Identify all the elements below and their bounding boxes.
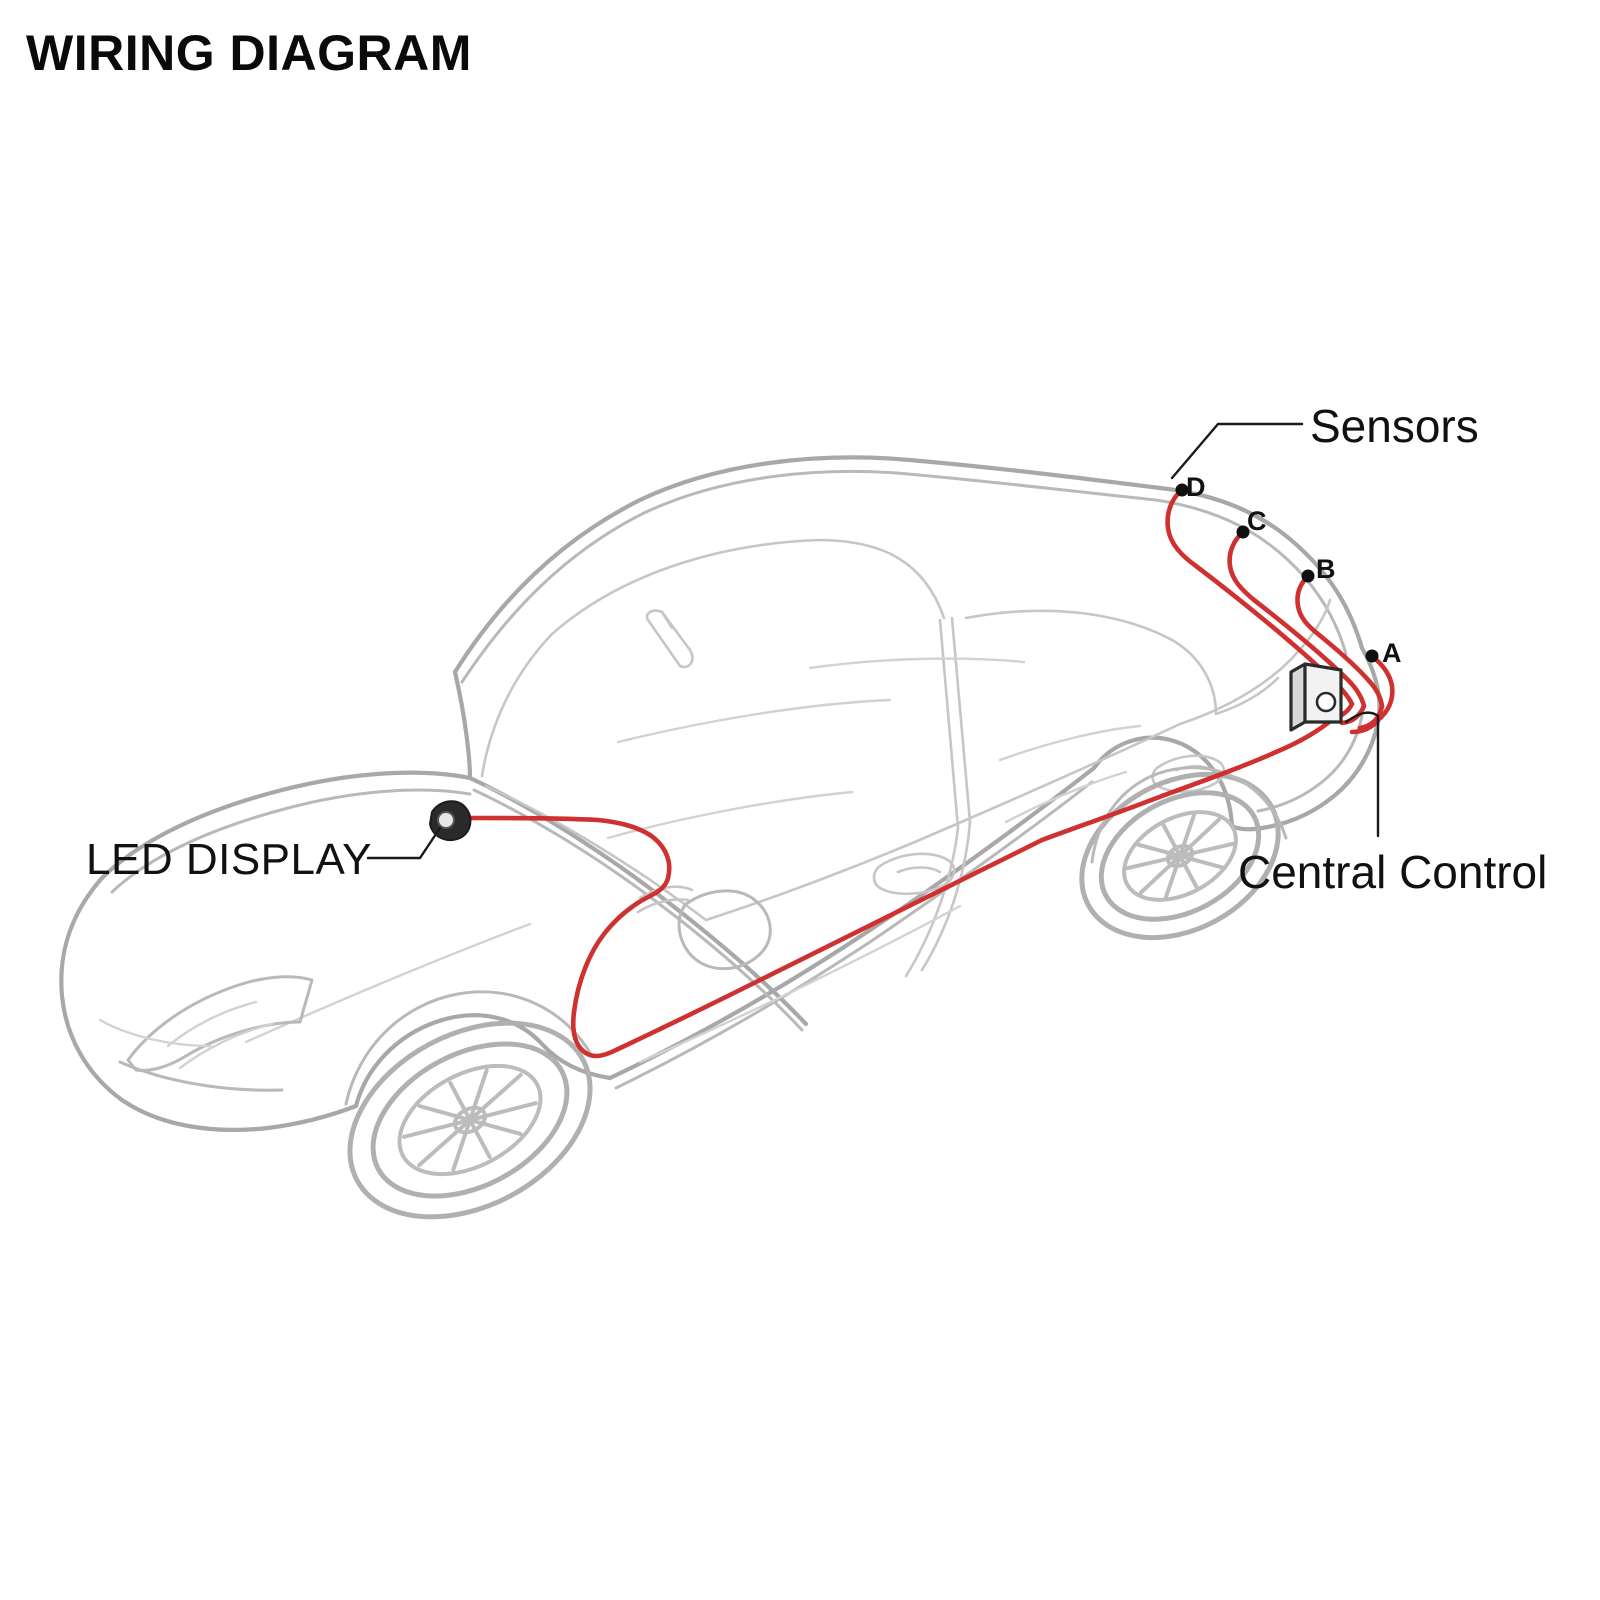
car-details — [636, 754, 1226, 1064]
led-display-label: LED DISPLAY — [86, 835, 372, 884]
car-glass — [480, 538, 1332, 922]
central-control-label: Central Control — [1238, 846, 1547, 898]
wire-sensor-b — [1295, 573, 1385, 709]
sensor-label-d: D — [1186, 472, 1206, 502]
leader-sensors — [1170, 422, 1304, 480]
page-title: WIRING DIAGRAM — [26, 25, 472, 81]
leader-lines — [366, 422, 1380, 860]
sensors-label: Sensors — [1310, 400, 1479, 452]
front-wheel — [344, 990, 594, 1220]
wire-to-led-display — [467, 815, 672, 1015]
wire-sensor-a — [1369, 653, 1395, 723]
leader-led-display — [366, 826, 442, 860]
wire-sill-run — [570, 837, 1045, 1059]
car-body-outline — [59, 455, 1382, 1132]
sensor-dot-c — [1236, 525, 1250, 539]
wire-sensor-c — [1227, 529, 1367, 709]
sensor-label-c: C — [1247, 506, 1267, 536]
central-control-module[interactable] — [1289, 662, 1343, 732]
sensor-terminals — [1175, 483, 1379, 663]
led-display-unit[interactable] — [428, 800, 472, 842]
wiring-harness — [467, 487, 1395, 1059]
sensor-dot-b — [1301, 569, 1315, 583]
wire-control-to-sill — [1039, 715, 1337, 843]
sensor-dot-a — [1365, 649, 1379, 663]
sensor-dot-d — [1175, 483, 1189, 497]
wire-bundle-to-control-4 — [1349, 717, 1381, 735]
leader-central-control — [1344, 711, 1380, 838]
sensor-label-a: A — [1382, 638, 1402, 668]
wire-bundle-to-control-2 — [1339, 703, 1367, 726]
sensor-label-b: B — [1316, 554, 1336, 584]
